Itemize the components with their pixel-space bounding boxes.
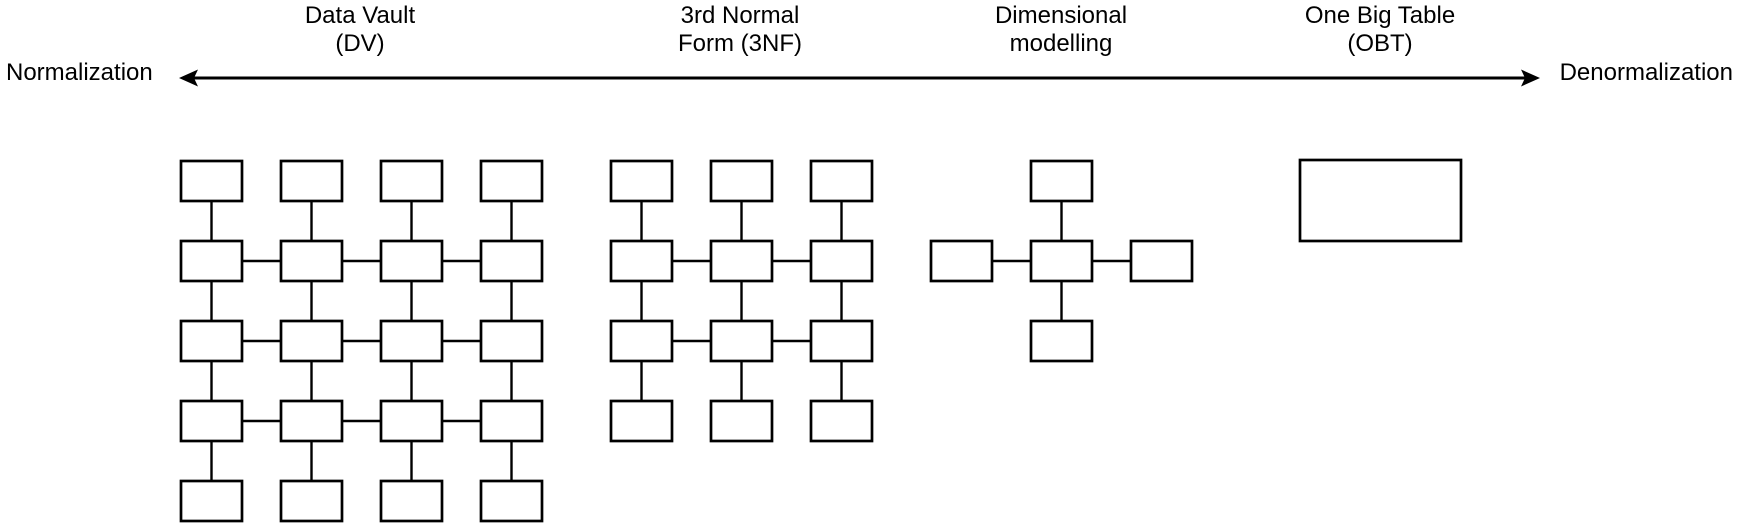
table-box	[479, 399, 544, 443]
category-label-dimensional-modelling: Dimensional modelling	[995, 2, 1127, 58]
table-box	[609, 319, 674, 363]
table-box	[279, 239, 344, 283]
table-box	[179, 319, 244, 363]
table-box	[479, 159, 544, 203]
table-box	[179, 399, 244, 443]
table-box	[379, 239, 444, 283]
diagram-third-normal-form	[609, 159, 874, 443]
diagram-dimensional-modelling	[929, 159, 1194, 363]
normalization-label: Normalization	[6, 59, 153, 86]
table-box	[479, 239, 544, 283]
table-box	[709, 159, 774, 203]
category-label-data-vault: Data Vault (DV)	[305, 2, 415, 58]
arrowhead-right-icon	[1521, 69, 1540, 87]
category-label-line1: One Big Table	[1304, 2, 1456, 29]
category-label-third-normal-form: 3rd Normal Form (3NF)	[678, 2, 802, 58]
table-box	[379, 159, 444, 203]
denormalization-label: Denormalization	[1559, 59, 1733, 86]
category-label-line2: modelling	[1009, 30, 1113, 57]
table-box	[279, 479, 344, 523]
category-label-line2: (DV)	[335, 30, 385, 57]
table-box	[709, 319, 774, 363]
table-box	[479, 319, 544, 363]
table-box	[179, 239, 244, 283]
category-label-one-big-table: One Big Table (OBT)	[1305, 2, 1455, 58]
table-box	[809, 239, 874, 283]
table-box	[809, 399, 874, 443]
table-box	[279, 399, 344, 443]
table-box	[179, 159, 244, 203]
table-box	[709, 239, 774, 283]
table-box	[179, 479, 244, 523]
category-label-line1: Data Vault	[304, 2, 416, 29]
one-big-table-box	[1298, 158, 1463, 243]
table-box	[279, 159, 344, 203]
table-box	[809, 159, 874, 203]
category-label-line2: Form (3NF)	[678, 30, 802, 57]
dimension-left-box	[929, 239, 994, 283]
category-label-line1: Dimensional	[994, 2, 1128, 29]
table-box	[279, 319, 344, 363]
table-box	[609, 399, 674, 443]
table-box	[379, 319, 444, 363]
diagram-one-big-table	[1298, 158, 1463, 243]
table-box	[379, 479, 444, 523]
diagram-data-vault	[179, 159, 544, 523]
table-box	[709, 399, 774, 443]
table-box	[479, 479, 544, 523]
category-label-line1: 3rd Normal	[680, 2, 800, 29]
arrowhead-left-icon	[179, 69, 198, 87]
fact-table-box	[1029, 239, 1094, 283]
table-box	[809, 319, 874, 363]
dimension-bottom-box	[1029, 319, 1094, 363]
table-box	[609, 239, 674, 283]
table-box	[379, 399, 444, 443]
dimension-top-box	[1029, 159, 1094, 203]
dimension-right-box	[1129, 239, 1194, 283]
category-label-line2: (OBT)	[1347, 30, 1413, 57]
table-box	[609, 159, 674, 203]
